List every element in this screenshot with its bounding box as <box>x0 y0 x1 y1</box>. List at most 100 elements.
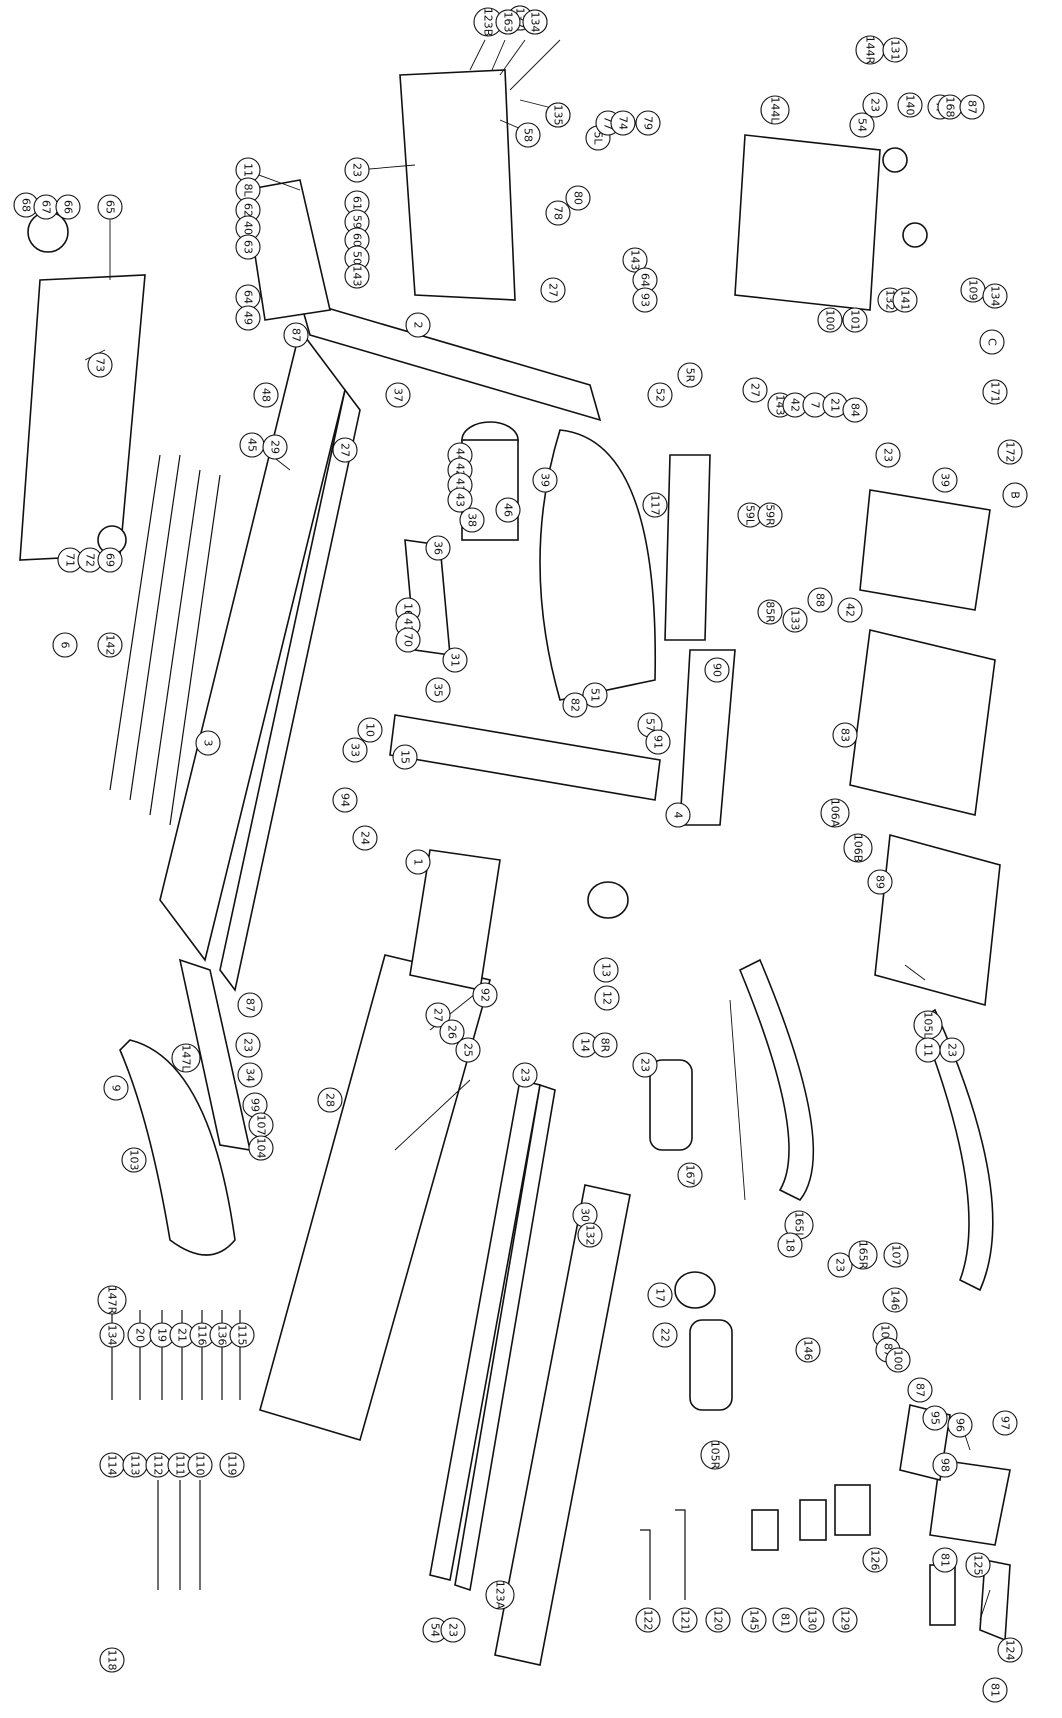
part-callout-label: 23 <box>639 1058 652 1072</box>
part-callout-label: 134 <box>989 286 1002 307</box>
part-callout-circle <box>848 1240 878 1270</box>
part-callout: 9 <box>103 1075 129 1101</box>
part-callout-label: 64 <box>242 290 255 304</box>
part-callout: 105R <box>700 1440 730 1470</box>
grip-107-lower <box>689 1319 733 1411</box>
part-callout: 43 <box>447 487 473 513</box>
part-callout: 28 <box>317 1087 343 1113</box>
part-callout-label: C <box>986 338 999 346</box>
part-callout: 146 <box>795 1337 821 1363</box>
part-callout-circle <box>235 305 261 331</box>
part-callout-label: 107 <box>255 1115 268 1136</box>
part-callout: 141 <box>892 287 918 313</box>
part-callout-circle <box>799 1607 825 1633</box>
part-callout-label: 111 <box>174 1455 187 1476</box>
part-callout-label: 23 <box>447 1623 460 1637</box>
part-callout: 12 <box>594 985 620 1011</box>
part-callout-circle <box>982 1677 1008 1703</box>
part-callout: 83 <box>832 722 858 748</box>
part-callout-label: 50 <box>351 251 364 265</box>
part-callout-label: 1 <box>412 859 425 866</box>
part-callout-label: 45 <box>246 438 259 452</box>
handrail-104 <box>738 958 815 1202</box>
part-callout-label: 143 <box>351 266 364 287</box>
part-callout-circle <box>440 1617 466 1643</box>
part-callout: 36 <box>425 535 451 561</box>
part-callout-circle <box>1002 482 1028 508</box>
part-callout-circle <box>405 849 431 875</box>
part-callout-label: 103 <box>128 1150 141 1171</box>
part-callout-label: 167 <box>684 1165 697 1186</box>
part-callout: 142 <box>97 632 123 658</box>
part-callout: 143 <box>344 263 370 289</box>
part-callout-label: 18 <box>784 1238 797 1252</box>
part-callout-circle <box>459 507 485 533</box>
part-callout-label: 124 <box>1004 1640 1017 1661</box>
part-callout: 62 <box>235 197 261 223</box>
part-callout-label: 104 <box>255 1138 268 1159</box>
part-callout: 54 <box>849 112 875 138</box>
part-callout: 29 <box>262 434 288 460</box>
part-callout: 4 <box>665 802 691 828</box>
part-callout-circle <box>842 307 868 333</box>
part-callout-circle <box>652 1322 678 1348</box>
part-callout: 18 <box>777 1232 803 1258</box>
part-callout: 114 <box>99 1452 125 1478</box>
part-callout-circle <box>832 722 858 748</box>
part-callout-circle <box>832 1607 858 1633</box>
part-callout-label: 142 <box>104 635 117 656</box>
part-callout-circle <box>782 607 808 633</box>
part-callout-circle <box>229 1322 255 1348</box>
part-callout-label: 100 <box>824 310 837 331</box>
part-callout-circle <box>253 382 279 408</box>
side-strip-3 <box>149 469 201 816</box>
part-callout-label: 17 <box>654 1288 667 1302</box>
part-callout-label: 23 <box>834 1258 847 1272</box>
part-callout-label: 15 <box>399 750 412 764</box>
part-callout: 8R <box>592 1032 618 1058</box>
part-callout-circle <box>87 352 113 378</box>
part-callout: 124 <box>997 1637 1023 1663</box>
part-callout-label: 37 <box>392 388 405 402</box>
part-callout-circle <box>317 1087 343 1113</box>
part-callout-label: 58 <box>522 128 535 142</box>
part-callout-label: 79 <box>642 116 655 130</box>
part-callout-circle <box>932 1547 958 1573</box>
part-callout: 42 <box>782 392 808 418</box>
part-callout-label: 11 <box>242 163 255 177</box>
part-callout: 73 <box>87 352 113 378</box>
part-callout-label: 113 <box>129 1455 142 1476</box>
console-board-82 <box>734 134 881 311</box>
part-callout-label: 29 <box>269 440 282 454</box>
part-callout: 168 <box>937 94 963 120</box>
part-callout: 14 <box>572 1032 598 1058</box>
part-callout-label: 80 <box>572 191 585 205</box>
part-callout-label: 3 <box>202 740 215 747</box>
bracket-163 <box>929 1564 956 1626</box>
part-callout-circle <box>187 1452 213 1478</box>
upright-left-5R <box>664 454 711 641</box>
part-callout-label: 35 <box>432 683 445 697</box>
part-callout: 123A <box>485 1580 515 1610</box>
part-callout: 42 <box>837 597 863 623</box>
part-callout-label: 68 <box>20 198 33 212</box>
part-callout-circle <box>760 95 790 125</box>
part-callout-circle <box>439 1019 465 1045</box>
part-callout: 111 <box>167 1452 193 1478</box>
part-callout-label: 42 <box>789 398 802 412</box>
part-callout-circle <box>532 467 558 493</box>
part-callout-circle <box>97 632 123 658</box>
part-callout: 64 <box>235 284 261 310</box>
part-callout: 89 <box>867 869 893 895</box>
part-callout-circle <box>495 497 521 523</box>
hex-key-130 <box>640 1529 651 1600</box>
part-callout-label: 81 <box>989 1683 1002 1697</box>
part-callout-circle <box>472 982 498 1008</box>
part-callout-label: 109 <box>967 280 980 301</box>
part-callout: 8L <box>235 177 261 203</box>
console-frame-83 <box>849 629 996 816</box>
speaker-144R <box>902 222 928 248</box>
part-callout: 39 <box>532 467 558 493</box>
part-callout: 63 <box>235 234 261 260</box>
part-callout: 117 <box>642 492 668 518</box>
